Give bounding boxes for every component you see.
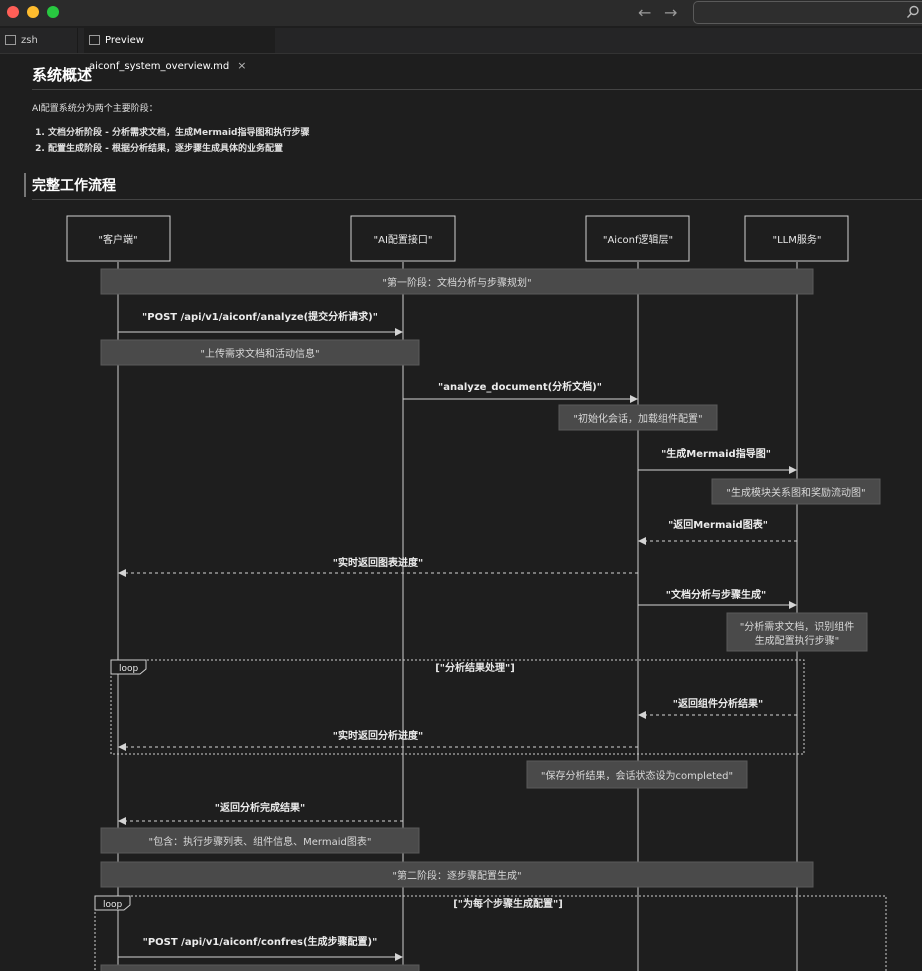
loop-label: ["分析结果处理"] xyxy=(435,661,515,674)
heading-system-overview: 系统概述 xyxy=(32,66,93,84)
note-phase2-text: "第二阶段：逐步骤配置生成" xyxy=(392,869,521,882)
heading-marker xyxy=(24,173,26,197)
search-input[interactable] xyxy=(693,1,922,24)
close-window-icon[interactable] xyxy=(7,6,19,18)
msg-rt-chart: "实时返回图表进度" xyxy=(333,556,423,569)
window-titlebar: ← → xyxy=(0,0,922,26)
note-phase2 xyxy=(100,861,814,888)
note-partial xyxy=(100,964,420,971)
participant-client-box xyxy=(66,215,171,262)
msg-ret-done: "返回分析完成结果" xyxy=(215,801,305,814)
back-arrow-icon[interactable]: ← xyxy=(638,3,652,22)
participant-logic-box xyxy=(585,215,690,262)
tab-preview[interactable]: Preview aiconf_system_overview.md × xyxy=(84,28,275,72)
list-item: 配置生成阶段 - 根据分析结果，逐步骤生成具体的业务配置 xyxy=(48,141,309,154)
note-contains-text: "包含：执行步骤列表、组件信息、Mermaid图表" xyxy=(149,835,372,848)
close-tab-icon[interactable]: × xyxy=(237,59,247,72)
loop-tag-box xyxy=(94,895,131,911)
participant-api-box xyxy=(350,215,456,262)
participant-logic: "Aiconf逻辑层" xyxy=(603,233,673,246)
loop-frame-analysis xyxy=(110,659,805,755)
note-contains xyxy=(100,827,420,854)
markdown-preview: 系统概述 AI配置系统分为两个主要阶段： 文档分析阶段 - 分析需求文档，生成M… xyxy=(0,54,922,971)
zoom-window-icon[interactable] xyxy=(47,6,59,18)
search-icon xyxy=(906,5,919,18)
loop-tag: loop xyxy=(103,900,123,910)
msg-post-analyze: "POST /api/v1/aiconf/analyze(提交分析请求)" xyxy=(142,310,378,323)
tab-zsh[interactable]: zsh xyxy=(0,28,78,53)
msg-rt-analysis: "实时返回分析进度" xyxy=(333,729,423,742)
participant-llm-box xyxy=(744,215,849,262)
loop-label: ["为每个步骤生成配置"] xyxy=(453,897,563,910)
msg-ret-mermaid: "返回Mermaid图表" xyxy=(668,518,768,531)
note-upload xyxy=(100,339,420,366)
note-analyze-line1: "分析需求文档，识别组件 xyxy=(740,620,855,633)
note-gen-rel xyxy=(711,478,881,505)
note-analyze xyxy=(726,612,868,652)
msg-gen-mermaid: "生成Mermaid指导图" xyxy=(661,447,771,460)
loop-tag: loop xyxy=(119,664,139,674)
loop-tag-box xyxy=(110,659,147,675)
msg-post-confres: "POST /api/v1/aiconf/confres(生成步骤配置)" xyxy=(143,935,378,948)
note-analyze-line2: 生成配置执行步骤" xyxy=(755,634,840,647)
note-gen-rel-text: "生成模块关系图和奖励流动图" xyxy=(726,486,865,499)
preview-icon xyxy=(89,35,100,45)
tab-label: zsh xyxy=(21,35,38,46)
note-phase1-text: "第一阶段：文档分析与步骤规划" xyxy=(382,276,531,289)
msg-doc-step: "文档分析与步骤生成" xyxy=(666,588,766,601)
forward-arrow-icon[interactable]: → xyxy=(664,3,678,22)
note-save xyxy=(526,760,748,789)
msg-ret-comp: "返回组件分析结果" xyxy=(673,697,763,710)
tab-label: Preview aiconf_system_overview.md xyxy=(89,35,230,72)
note-phase1 xyxy=(100,268,814,295)
list-item: 文档分析阶段 - 分析需求文档，生成Mermaid指导图和执行步骤 xyxy=(48,125,309,138)
note-upload-text: "上传需求文档和活动信息" xyxy=(200,347,319,360)
sequence-diagram: "客户端" "AI配置接口" "Aiconf逻辑层" "LLM服务" xyxy=(66,215,887,971)
phase-list: 文档分析阶段 - 分析需求文档，生成Mermaid指导图和执行步骤 配置生成阶段… xyxy=(32,125,309,157)
loop-frame-steps xyxy=(94,895,887,971)
participant-api: "AI配置接口" xyxy=(374,233,433,246)
msg-analyze-doc: "analyze_document(分析文档)" xyxy=(438,380,602,393)
intro-text: AI配置系统分为两个主要阶段： xyxy=(32,104,158,114)
note-init xyxy=(558,404,718,431)
divider xyxy=(32,89,922,90)
terminal-icon xyxy=(5,35,16,45)
participant-client: "客户端" xyxy=(98,233,137,246)
note-init-text: "初始化会话，加载组件配置" xyxy=(573,412,702,425)
divider xyxy=(32,199,922,200)
minimize-window-icon[interactable] xyxy=(27,6,39,18)
heading-workflow: 完整工作流程 xyxy=(32,178,116,194)
tab-bar: zsh Preview aiconf_system_overview.md × xyxy=(0,28,922,72)
note-save-text: "保存分析结果，会话状态设为completed" xyxy=(541,769,733,782)
participant-llm: "LLM服务" xyxy=(773,233,822,246)
